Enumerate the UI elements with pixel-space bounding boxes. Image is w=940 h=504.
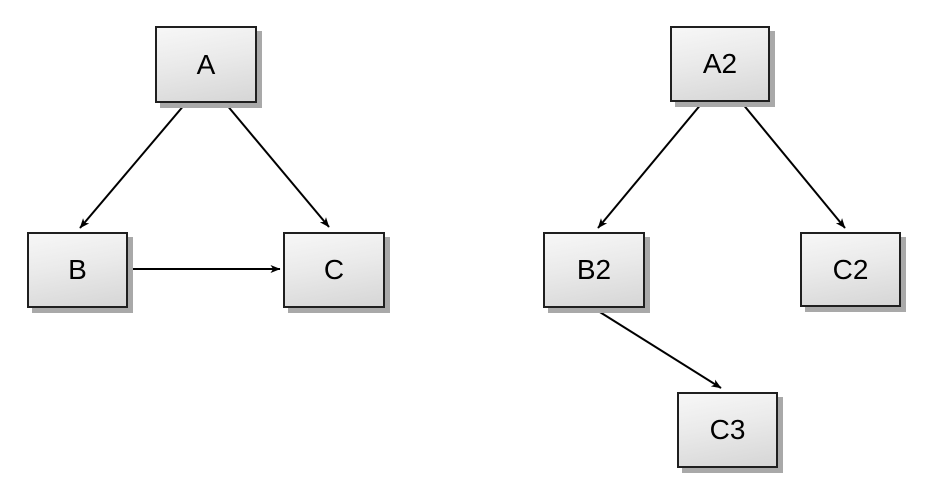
node-B-label: B bbox=[68, 254, 87, 285]
edge-B2-to-C3 bbox=[594, 308, 722, 389]
node-A-label: A bbox=[196, 48, 216, 80]
node-C3-label: C3 bbox=[709, 414, 746, 445]
node-A[interactable]: A bbox=[155, 26, 257, 103]
edge-A2-to-C2 bbox=[741, 102, 846, 229]
node-B2-label: B2 bbox=[576, 254, 612, 285]
edge-A-to-C bbox=[225, 103, 330, 228]
node-B[interactable]: B bbox=[27, 232, 128, 308]
node-C[interactable]: C bbox=[283, 232, 385, 308]
node-C3[interactable]: C3 bbox=[677, 392, 778, 468]
node-C2[interactable]: C2 bbox=[800, 232, 901, 307]
edge-A-to-B bbox=[79, 103, 186, 229]
edge-A2-to-B2 bbox=[597, 102, 703, 229]
node-C2-label: C2 bbox=[832, 253, 869, 285]
node-A2[interactable]: A2 bbox=[670, 26, 770, 102]
node-A2-label: A2 bbox=[702, 48, 738, 79]
node-B2[interactable]: B2 bbox=[543, 232, 645, 308]
node-C-label: C bbox=[323, 254, 345, 285]
